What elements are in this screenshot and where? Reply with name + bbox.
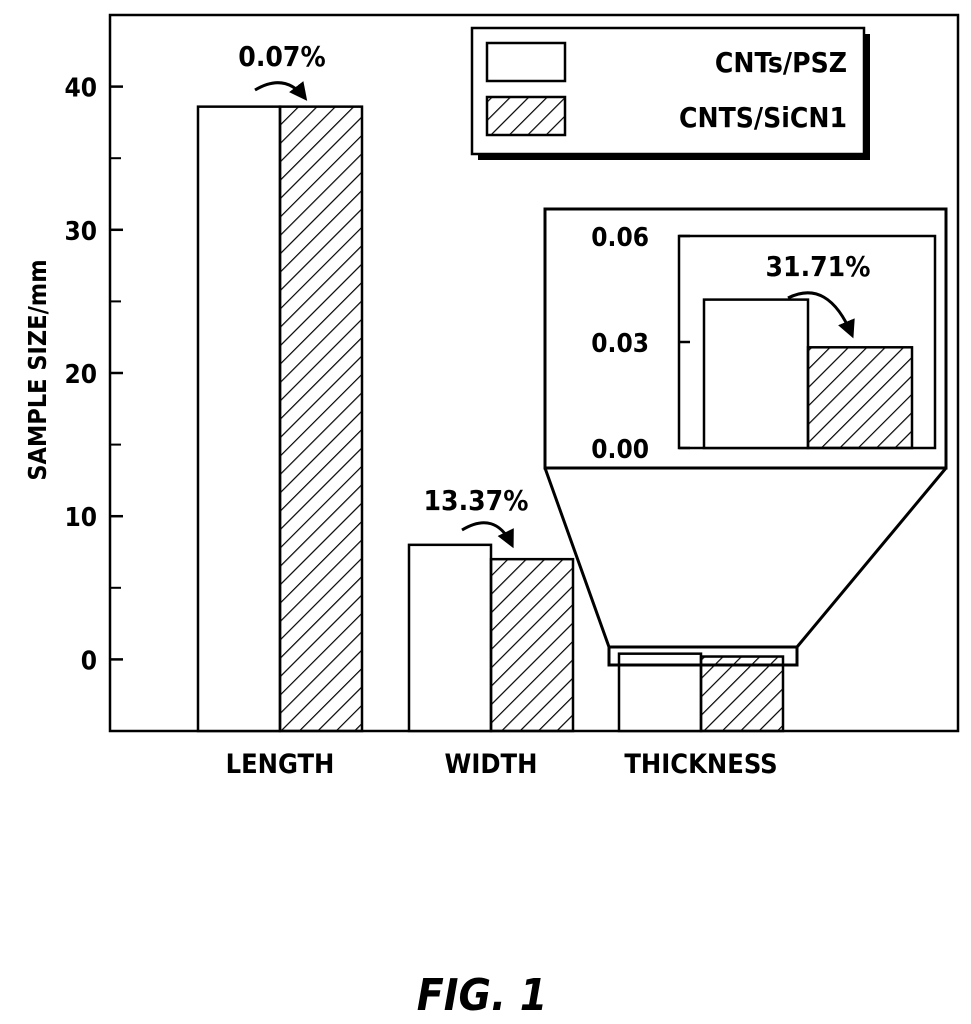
legend-label-cnts-psz: CNTs/PSZ <box>715 46 847 79</box>
bar-width-cnts-sicn1 <box>489 557 575 733</box>
inset-annotation-thickness-change: 31.71% <box>766 250 871 283</box>
zoom-connector <box>543 467 948 667</box>
bar-width-cnts-psz <box>407 543 493 733</box>
legend: CNTs/PSZ CNTS/SiCN1 <box>470 26 870 160</box>
inset-bar-cnts-psz <box>702 298 810 450</box>
legend-swatch-cnts-sicn1 <box>485 95 567 137</box>
bar-thickness-cnts-psz <box>617 652 703 733</box>
y-tick-label: 40 <box>64 74 97 104</box>
legend-swatch-cnts-psz <box>485 41 567 83</box>
y-tick-label: 10 <box>64 503 97 533</box>
annotation-arrow-length <box>254 81 308 101</box>
x-tick-label-thickness: THICKNESS <box>624 749 777 780</box>
bar-thickness-cnts-sicn1 <box>699 655 785 733</box>
inset-y-tick-label: 0.00 <box>591 435 649 465</box>
bar-length-cnts-sicn1 <box>278 105 364 733</box>
inset-chart: 0.00 0.03 0.06 31.71% <box>543 207 948 470</box>
annotation-arrow-width <box>461 521 514 549</box>
inset-bar-cnts-sicn1 <box>806 346 914 450</box>
annotation-width-change: 13.37% <box>424 484 529 517</box>
zoom-source-box <box>607 645 799 667</box>
main-bars <box>196 105 785 733</box>
y-axis: 0 10 20 30 40 <box>64 74 123 676</box>
inset-y-tick-label: 0.03 <box>591 329 649 359</box>
y-tick-label: 20 <box>64 360 97 390</box>
y-axis-title: SAMPLE SIZE/mm <box>23 259 52 480</box>
y-tick-label: 30 <box>64 217 97 247</box>
inset-y-axis: 0.00 0.03 0.06 <box>591 223 690 465</box>
annotation-length-change: 0.07% <box>238 40 325 73</box>
inset-annotation-arrow <box>787 291 855 339</box>
x-tick-label-length: LENGTH <box>226 749 335 780</box>
figure-caption: FIG. 1 <box>417 970 548 1021</box>
bar-length-cnts-psz <box>196 105 282 733</box>
inset-bars <box>702 298 914 450</box>
inset-y-tick-label: 0.06 <box>591 223 649 253</box>
y-tick-label: 0 <box>81 646 97 676</box>
legend-label-cnts-sicn1: CNTS/SiCN1 <box>679 101 847 134</box>
x-tick-label-width: WIDTH <box>445 749 538 780</box>
